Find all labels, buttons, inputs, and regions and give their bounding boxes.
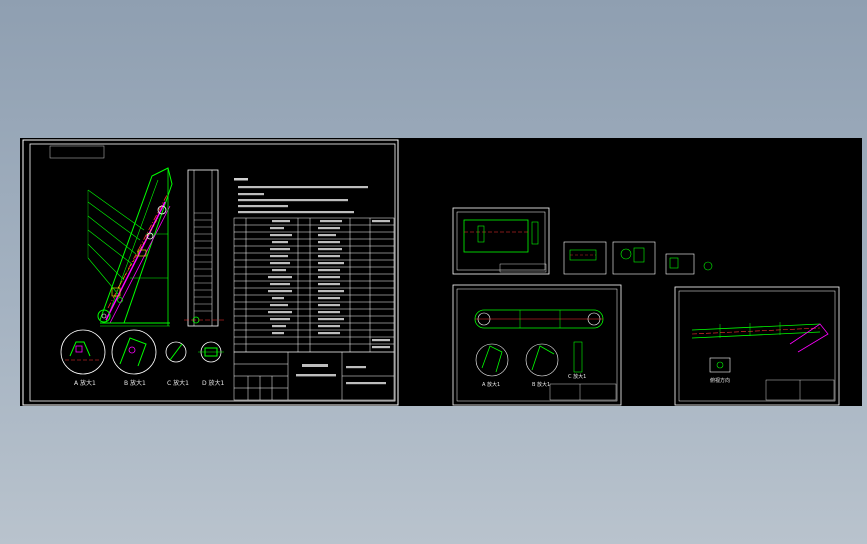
sheet-6-horizontal-conveyor[interactable]: A 放大1 B 放大1 C 放大1	[452, 284, 622, 406]
sheet-2-part[interactable]	[452, 207, 550, 275]
detail-view-b: B 放大1	[111, 329, 157, 387]
sheet2-label-b: B 放大1	[532, 381, 550, 388]
cad-model-space[interactable]: A 放大1 B 放大1 C 放大1 D 放大1	[20, 138, 862, 406]
parts-list-table[interactable]	[233, 217, 395, 353]
detail-label-d: D 放大1	[202, 379, 225, 387]
sheet-5-part[interactable]	[665, 253, 713, 275]
detail-view-d: D 放大1	[198, 341, 225, 387]
detail-view-a: A 放大1	[60, 329, 106, 387]
title-block[interactable]	[233, 351, 395, 401]
sheet-1-assembly[interactable]: A 放大1 B 放大1 C 放大1 D 放大1	[22, 139, 399, 406]
sheet3-label: 俯视方向	[710, 377, 730, 384]
parts-list-cell-text	[268, 220, 390, 349]
sheet-7-inclined-frame[interactable]: 俯视方向	[674, 286, 840, 406]
detail-label-b: B 放大1	[124, 379, 146, 387]
detail-label-a: A 放大1	[74, 379, 96, 387]
conveyor-end-view	[184, 169, 224, 327]
technical-requirements	[234, 178, 368, 214]
conveyor-side-view	[87, 167, 173, 327]
detail-label-c: C 放大1	[167, 379, 189, 387]
detail-view-c: C 放大1	[165, 341, 189, 387]
sheet2-label-c: C 放大1	[568, 373, 586, 380]
sheet-4-part[interactable]	[612, 241, 656, 275]
sheet2-label-a: A 放大1	[482, 381, 500, 388]
title-block-text	[296, 364, 386, 385]
cad-drawing-canvas: A 放大1 B 放大1 C 放大1 D 放大1	[22, 139, 840, 406]
sheet-3-part[interactable]	[563, 241, 607, 275]
